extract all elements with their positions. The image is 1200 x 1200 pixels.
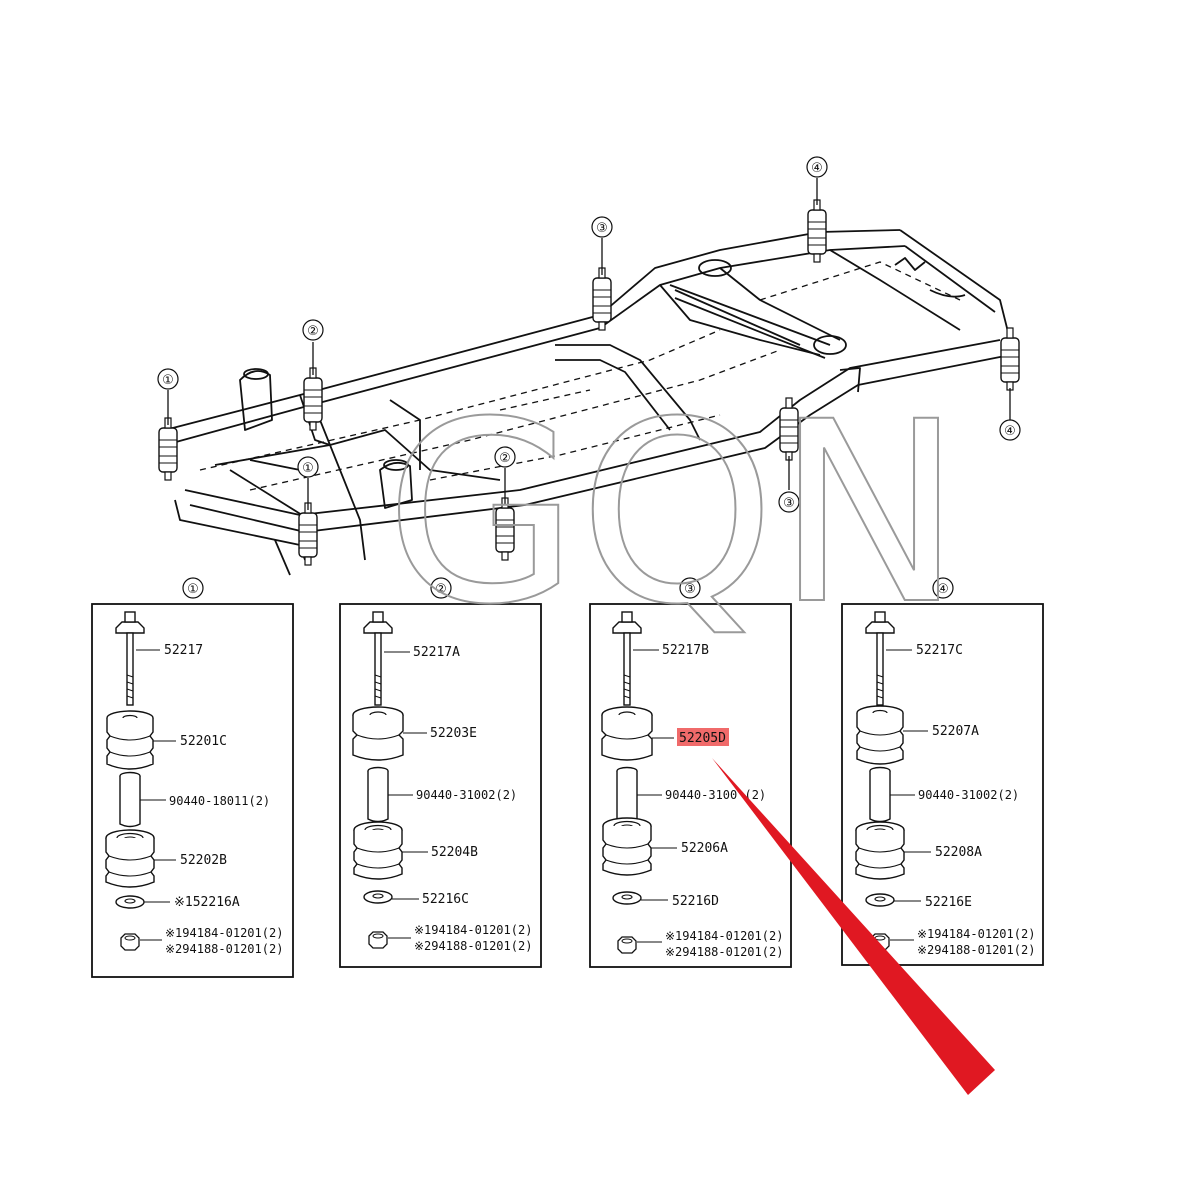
panel-number-2: ② xyxy=(435,582,447,597)
highlighted-part-box xyxy=(677,728,729,746)
washer-icon xyxy=(612,891,642,905)
panel-border xyxy=(589,603,792,968)
callout-3-top: ③ xyxy=(591,216,613,238)
lower-cushion-icon xyxy=(353,821,403,880)
panel-border xyxy=(91,603,294,978)
svg-text:①: ① xyxy=(162,373,174,388)
collar-part-number: 90440-31002(2) xyxy=(416,788,517,802)
callout-2-bottom: ② xyxy=(494,446,516,468)
nut-part-number-2: ※294188-01201(2) xyxy=(665,945,783,959)
bolt-part-number: 52217C xyxy=(916,643,963,658)
lower-cushion-part-number: 52208A xyxy=(935,845,982,860)
collar-icon xyxy=(869,766,891,823)
collar-icon xyxy=(119,771,141,828)
panel-mount-set-3: ③ 52217B 52205D 90440-3100 (2) 52206A 52… xyxy=(589,577,792,968)
lower-cushion-part-number: 52204B xyxy=(431,845,478,860)
nut-part-number-2: ※294188-01201(2) xyxy=(917,943,1035,957)
callout-2-top: ② xyxy=(302,319,324,341)
svg-text:②: ② xyxy=(499,451,511,466)
callout-1-left-front: ① xyxy=(157,368,179,390)
frame-mount-4-top xyxy=(807,199,827,263)
svg-text:④: ④ xyxy=(811,161,823,176)
nut-part-number-1: ※194184-01201(2) xyxy=(414,923,532,937)
lower-cushion-part-number: 52206A xyxy=(681,841,728,856)
watermark-text: GQN xyxy=(385,368,963,659)
washer-part-number: 52216D xyxy=(672,894,719,909)
panel-border xyxy=(339,603,542,968)
washer-icon xyxy=(865,893,895,907)
collar-part-number: 90440-31002(2) xyxy=(918,788,1019,802)
bolt-part-number: 52217B xyxy=(662,643,709,658)
collar-icon xyxy=(616,766,638,823)
collar-part-number: 90440-3100 (2) xyxy=(665,788,766,802)
upper-cushion-part-number: 52201C xyxy=(180,734,227,749)
svg-text:②: ② xyxy=(307,324,319,339)
panel-number-4: ④ xyxy=(937,582,949,597)
upper-cushion-icon xyxy=(352,706,404,761)
bolt-part-number: 52217 xyxy=(164,643,203,658)
bolt-icon xyxy=(115,611,145,706)
washer-part-number: ※152216A xyxy=(174,895,240,910)
panel-mount-set-2: ② 52217A 52203E 90440-31002(2) 52204B 52… xyxy=(339,577,542,968)
svg-text:③: ③ xyxy=(783,496,795,511)
lower-cushion-icon xyxy=(602,817,652,876)
callout-3-bottom: ③ xyxy=(778,491,800,513)
svg-text:③: ③ xyxy=(596,221,608,236)
panel-number-1: ① xyxy=(187,582,199,597)
frame-mount-4-right xyxy=(1000,327,1020,391)
upper-cushion-icon xyxy=(601,706,653,761)
bolt-part-number: 52217A xyxy=(413,645,460,660)
washer-part-number: 52216E xyxy=(925,895,972,910)
svg-text:④: ④ xyxy=(1004,424,1016,439)
lower-cushion-icon xyxy=(105,829,155,888)
panel-number-3: ③ xyxy=(684,582,696,597)
frame-mount-3-top xyxy=(592,267,612,331)
callout-1-left-rear: ① xyxy=(297,456,319,478)
panel-mount-set-1: ① 52217 52201C 90440-18011(2) 52202B ※15… xyxy=(91,577,294,978)
nut-icon xyxy=(617,936,637,954)
red-pointer-arrow xyxy=(712,758,995,1095)
nut-part-number-1: ※194184-01201(2) xyxy=(917,927,1035,941)
nut-part-number-2: ※294188-01201(2) xyxy=(165,942,283,956)
callout-4-right: ④ xyxy=(999,419,1021,441)
upper-cushion-icon xyxy=(106,710,154,770)
frame-mount-2-top xyxy=(303,367,323,431)
callout-4-top: ④ xyxy=(806,156,828,178)
nut-icon xyxy=(120,933,140,951)
nut-part-number-2: ※294188-01201(2) xyxy=(414,939,532,953)
nut-part-number-1: ※194184-01201(2) xyxy=(165,926,283,940)
collar-part-number: 90440-18011(2) xyxy=(169,794,270,808)
collar-icon xyxy=(367,766,389,823)
svg-text:①: ① xyxy=(302,461,314,476)
nut-icon xyxy=(368,931,388,949)
nut-part-number-1: ※194184-01201(2) xyxy=(665,929,783,943)
upper-cushion-part-number: 52203E xyxy=(430,726,477,741)
upper-cushion-part-number: 52205D xyxy=(679,731,726,746)
panel-border xyxy=(841,603,1044,966)
washer-part-number: 52216C xyxy=(422,892,469,907)
chassis-hidden-lines xyxy=(199,261,961,491)
washer-icon xyxy=(363,890,393,904)
washer-icon xyxy=(115,895,145,909)
lower-cushion-icon xyxy=(855,821,905,880)
panel-mount-set-4: ④ 52217C 52207A 90440-31002(2) 52208A 52… xyxy=(841,577,1044,966)
upper-cushion-part-number: 52207A xyxy=(932,724,979,739)
frame-mount-1-left-rear xyxy=(298,502,318,566)
upper-cushion-icon xyxy=(856,705,904,765)
lower-cushion-part-number: 52202B xyxy=(180,853,227,868)
